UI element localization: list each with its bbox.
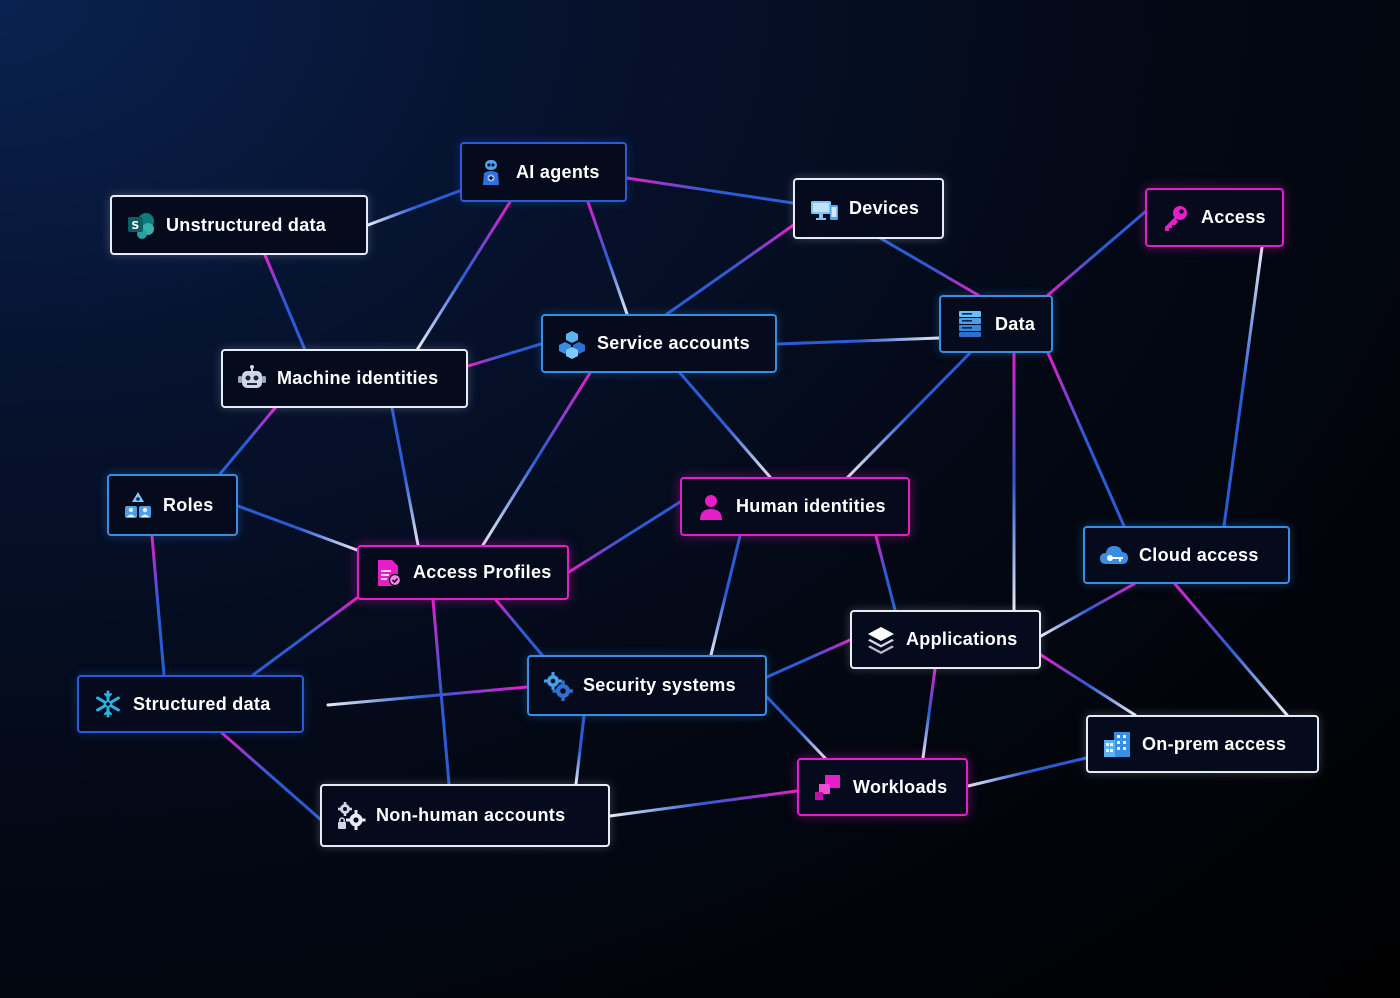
cubes-icon xyxy=(557,329,587,359)
node-data[interactable]: Data xyxy=(939,295,1053,353)
node-label: Machine identities xyxy=(277,368,439,388)
connection-line xyxy=(678,371,772,479)
connection-line xyxy=(608,789,799,818)
connection-line xyxy=(1046,351,1126,528)
node-roles[interactable]: Roles xyxy=(107,474,238,536)
node-security-systems[interactable]: Security systems xyxy=(527,655,767,716)
connection-line xyxy=(1046,210,1147,297)
node-ai-agents[interactable]: AI agents xyxy=(460,142,627,202)
node-label: Applications xyxy=(906,629,1018,649)
connection-line xyxy=(665,222,797,316)
connection-line xyxy=(966,756,1088,788)
gears-lock-icon xyxy=(336,801,366,831)
cloud-key-icon xyxy=(1099,540,1129,570)
connection-line xyxy=(236,504,359,552)
connection-line xyxy=(1173,582,1289,717)
sharepoint-icon: S xyxy=(126,210,156,240)
node-applications[interactable]: Applications xyxy=(850,610,1041,669)
node-machine-identities[interactable]: Machine identities xyxy=(221,349,468,408)
connection-line xyxy=(1039,582,1136,638)
connection-line xyxy=(415,200,512,352)
node-service-accounts[interactable]: Service accounts xyxy=(541,314,777,373)
node-label: Service accounts xyxy=(597,333,750,353)
node-label: Security systems xyxy=(583,675,736,695)
connection-line xyxy=(775,336,941,346)
connection-line xyxy=(263,253,307,352)
node-label: Access xyxy=(1201,207,1266,227)
connection-line xyxy=(366,188,464,227)
svg-text:S: S xyxy=(131,219,139,232)
node-label: Structured data xyxy=(133,693,271,714)
gears-icon xyxy=(543,671,573,701)
node-label: Human identities xyxy=(736,496,886,516)
node-label: Access Profiles xyxy=(413,562,552,582)
profile-document-icon xyxy=(373,558,403,588)
connection-line xyxy=(574,714,586,786)
connection-line xyxy=(874,534,897,612)
database-server-icon xyxy=(955,309,985,339)
connection-line xyxy=(765,695,827,760)
connection-line xyxy=(466,342,543,368)
node-label: Unstructured data xyxy=(166,214,327,235)
connection-line xyxy=(218,406,277,476)
node-label: Roles xyxy=(163,494,214,515)
node-unstructured-data[interactable]: S Unstructured data xyxy=(110,195,368,255)
devices-icon xyxy=(809,194,839,224)
connection-line xyxy=(326,685,529,707)
connection-line xyxy=(586,200,629,316)
robot-agent-icon xyxy=(476,157,506,187)
node-label: Workloads xyxy=(853,776,948,797)
connection-line xyxy=(481,371,592,547)
node-label: Non-human accounts xyxy=(376,805,566,825)
key-icon xyxy=(1161,203,1191,233)
node-label: AI agents xyxy=(516,161,600,182)
node-human-identities[interactable]: Human identities xyxy=(680,477,910,536)
node-workloads[interactable]: Workloads xyxy=(797,758,968,816)
connection-line xyxy=(431,598,451,786)
connection-line xyxy=(765,638,852,679)
connection-line xyxy=(494,598,544,657)
node-label: On-prem access xyxy=(1142,733,1287,754)
person-icon xyxy=(696,492,726,522)
layers-icon xyxy=(866,625,896,655)
node-cloud-access[interactable]: Cloud access xyxy=(1083,526,1290,584)
node-label: Devices xyxy=(849,198,920,218)
connection-line xyxy=(709,534,742,657)
connection-line xyxy=(251,596,359,677)
connection-line xyxy=(846,351,972,479)
snowflake-icon xyxy=(93,689,123,719)
node-devices[interactable]: Devices xyxy=(793,178,944,239)
node-structured-data[interactable]: Structured data xyxy=(77,675,304,733)
workloads-blocks-icon xyxy=(813,772,843,802)
connection-line xyxy=(1222,245,1264,528)
node-on-prem-access[interactable]: On-prem access xyxy=(1086,715,1319,773)
connection-line xyxy=(220,731,322,821)
node-label: Data xyxy=(995,313,1036,334)
node-label: Cloud access xyxy=(1139,544,1259,565)
connection-line xyxy=(1039,653,1137,717)
node-access-profiles[interactable]: Access Profiles xyxy=(357,545,569,600)
connection-line xyxy=(150,534,166,677)
building-icon xyxy=(1102,729,1132,759)
connection-line xyxy=(567,500,682,574)
robot-head-icon xyxy=(237,364,267,394)
connection-line xyxy=(390,406,420,547)
node-non-human-accounts[interactable]: Non-human accounts xyxy=(320,784,610,847)
roles-hierarchy-icon xyxy=(123,490,153,520)
connection-line xyxy=(878,236,980,297)
connection-line xyxy=(625,176,795,205)
node-access[interactable]: Access xyxy=(1145,188,1284,247)
connection-line xyxy=(921,667,937,760)
